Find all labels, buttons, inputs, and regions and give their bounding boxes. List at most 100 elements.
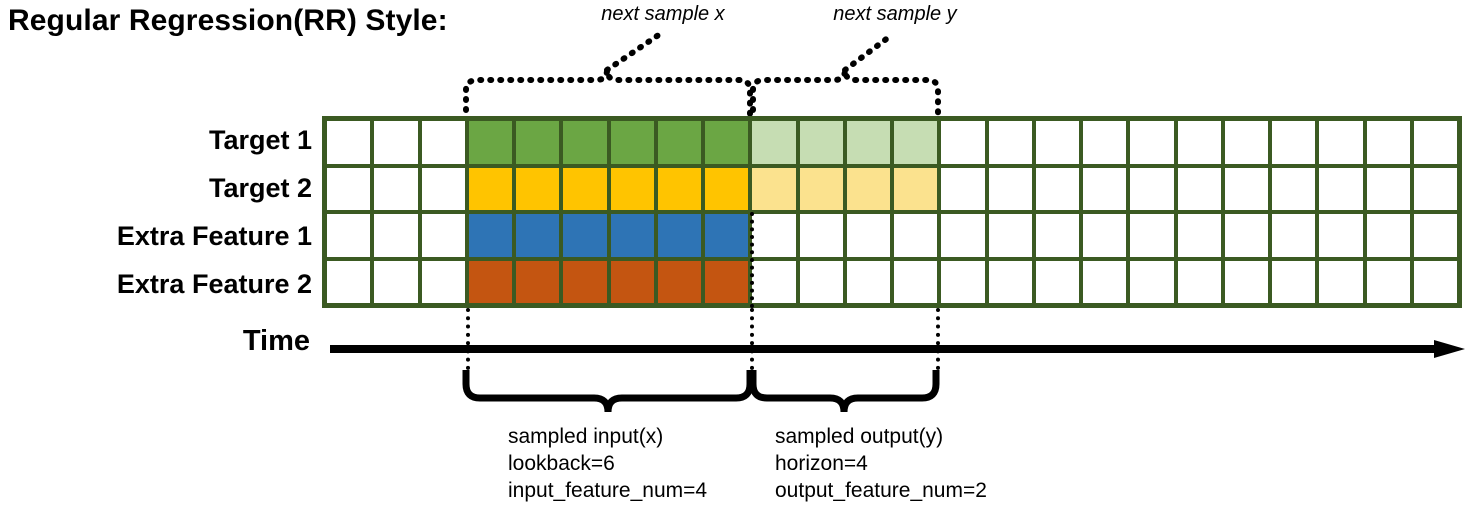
next-sample-y-label: next sample y <box>833 3 957 25</box>
grid-cell <box>1083 167 1127 210</box>
caption-output-line-1: sampled output(y) <box>775 425 944 448</box>
grid-cell <box>468 167 512 210</box>
caption-input-line-1: sampled input(x) <box>508 425 664 448</box>
grid-cell <box>846 167 890 210</box>
timeseries-grid <box>322 116 1462 308</box>
grid-cell <box>610 214 654 257</box>
grid-cell <box>705 214 749 257</box>
grid-cell <box>752 214 796 257</box>
grid-cell <box>1130 260 1174 303</box>
grid-cell <box>1224 260 1268 303</box>
grid-cell <box>1366 260 1410 303</box>
grid-cell <box>327 121 371 164</box>
row-label-column: Target 1 Target 2 Extra Feature 1 Extra … <box>0 116 312 308</box>
grid-cell <box>563 167 607 210</box>
grid-cell <box>327 214 371 257</box>
grid-cell <box>421 214 465 257</box>
grid-cell <box>988 260 1032 303</box>
grid-cell <box>374 214 418 257</box>
grid-cell <box>894 260 938 303</box>
grid-cell <box>421 167 465 210</box>
grid-cell <box>1035 214 1079 257</box>
grid-cell <box>1366 121 1410 164</box>
grid-cell <box>1035 167 1079 210</box>
grid-cell <box>799 167 843 210</box>
grid-cell <box>752 260 796 303</box>
grid-cell <box>752 167 796 210</box>
grid-cell <box>1130 121 1174 164</box>
grid-cell <box>846 121 890 164</box>
grid-cell <box>1319 121 1363 164</box>
grid-cell <box>988 214 1032 257</box>
grid-cell <box>894 214 938 257</box>
caption-sampled-output: sampled output(y) horizon=4 output_featu… <box>775 423 987 504</box>
caption-output-line-2: horizon=4 <box>775 452 868 475</box>
grid-cell <box>374 260 418 303</box>
grid-cell <box>1319 167 1363 210</box>
grid-cell <box>610 121 654 164</box>
grid-cell <box>610 167 654 210</box>
grid-cell <box>894 167 938 210</box>
grid-cell <box>1272 260 1316 303</box>
grid-cell <box>1224 214 1268 257</box>
grid-cell <box>799 260 843 303</box>
grid-cell <box>516 260 560 303</box>
grid-cell <box>1130 214 1174 257</box>
grid-cell <box>516 121 560 164</box>
time-axis-arrow <box>330 340 1465 358</box>
grid-cell <box>1130 167 1174 210</box>
grid-cell <box>988 167 1032 210</box>
grid-cell <box>327 167 371 210</box>
grid-cell <box>1035 260 1079 303</box>
grid-cell <box>705 260 749 303</box>
guide-line-input-start <box>466 308 470 370</box>
caption-input-line-3: input_feature_num=4 <box>508 479 708 502</box>
grid-cell <box>327 260 371 303</box>
grid-cell <box>1083 260 1127 303</box>
row-label-extra-feature-2: Extra Feature 2 <box>116 269 312 299</box>
grid-cell <box>657 121 701 164</box>
grid-cell <box>1224 121 1268 164</box>
grid-cell <box>1272 214 1316 257</box>
row-label-extra-feature-1: Extra Feature 1 <box>116 221 312 251</box>
grid-cell <box>563 214 607 257</box>
grid-cell <box>1319 214 1363 257</box>
grid-cell <box>1272 167 1316 210</box>
grid-cell <box>657 214 701 257</box>
grid-cell <box>705 167 749 210</box>
grid-cell <box>1413 214 1457 257</box>
grid-cell <box>1083 121 1127 164</box>
grid-cell <box>421 121 465 164</box>
guide-line-output-end <box>936 308 940 370</box>
grid-cell <box>894 121 938 164</box>
grid-cell <box>374 167 418 210</box>
grid-cell <box>846 260 890 303</box>
grid-cell <box>941 214 985 257</box>
grid-cell <box>1366 167 1410 210</box>
grid-cell <box>516 167 560 210</box>
grid-cell <box>799 214 843 257</box>
caption-input-line-2: lookback=6 <box>508 452 615 475</box>
grid-cell <box>657 167 701 210</box>
grid-cell <box>468 214 512 257</box>
row-label-target-2: Target 2 <box>208 173 312 203</box>
caption-sampled-input: sampled input(x) lookback=6 input_featur… <box>508 423 707 504</box>
next-sample-x-label: next sample x <box>601 3 725 25</box>
grid-cell <box>846 214 890 257</box>
row-label-target-1: Target 1 <box>208 125 312 155</box>
grid-cell <box>610 260 654 303</box>
time-axis-label: Time <box>242 325 310 357</box>
caption-output-line-3: output_feature_num=2 <box>775 479 987 502</box>
page-title: Regular Regression(RR) Style: <box>8 4 448 37</box>
grid-cell <box>563 260 607 303</box>
grid-cell <box>941 121 985 164</box>
grid-cell <box>1035 121 1079 164</box>
grid-cell <box>705 121 749 164</box>
grid-cell <box>421 260 465 303</box>
guide-line-input-end <box>750 308 754 370</box>
grid-cell <box>1272 121 1316 164</box>
grid-cell <box>1177 121 1221 164</box>
grid-cell <box>752 121 796 164</box>
grid-cell <box>1177 167 1221 210</box>
